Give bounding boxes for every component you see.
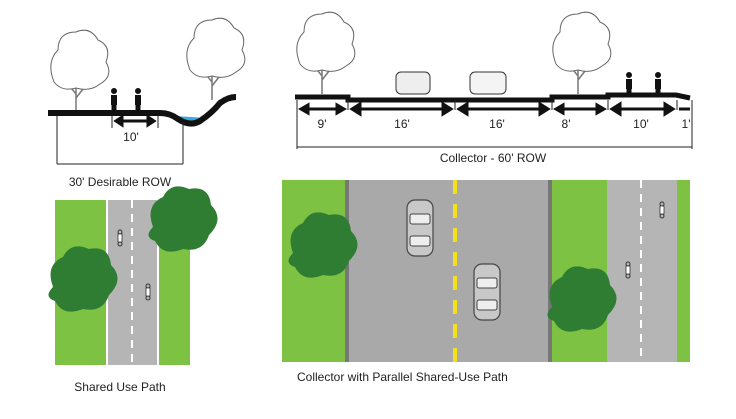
row-label: 30' Desirable ROW (69, 175, 172, 189)
tree-icon (552, 11, 612, 95)
tree-icon (50, 29, 110, 113)
cyclist-icon (111, 88, 117, 112)
dimension-label: 10' (633, 117, 649, 131)
tree-icon (296, 11, 356, 95)
tree-icon (186, 17, 246, 101)
dimension-label: 16' (489, 117, 505, 131)
plan-caption: Shared Use Path (74, 380, 165, 394)
cyclist-icon (626, 72, 632, 96)
car-icon (469, 71, 507, 95)
car-icon (473, 263, 501, 321)
pedestrian-icon (135, 88, 141, 112)
car-icon (395, 71, 431, 95)
dimension-label: 1' (682, 117, 691, 131)
dimension-arrows (297, 101, 690, 117)
collector-cross-section: 9' 16' 16' 8' 10' 1' Collector - 60' ROW (295, 11, 693, 165)
ground-profile (48, 94, 237, 127)
path-width-label: 10' (123, 130, 139, 144)
dimension-label: 8' (562, 117, 571, 131)
collector-plan-view: Collector with Parallel Shared-Use Path (282, 180, 690, 384)
plan-caption: Collector with Parallel Shared-Use Path (297, 370, 508, 384)
ground-profile (295, 92, 691, 103)
row-label: Collector - 60' ROW (440, 151, 547, 165)
path-plan-view: Shared Use Path (48, 186, 218, 394)
dimension-arrow (113, 114, 157, 128)
dimension-label: 9' (318, 117, 327, 131)
path-cross-section: 10' 30' Desirable ROW (48, 17, 246, 189)
tree-canopy-icon (148, 186, 218, 252)
car-icon (406, 199, 434, 257)
dimension-label: 16' (394, 117, 410, 131)
pedestrian-icon (655, 72, 661, 96)
